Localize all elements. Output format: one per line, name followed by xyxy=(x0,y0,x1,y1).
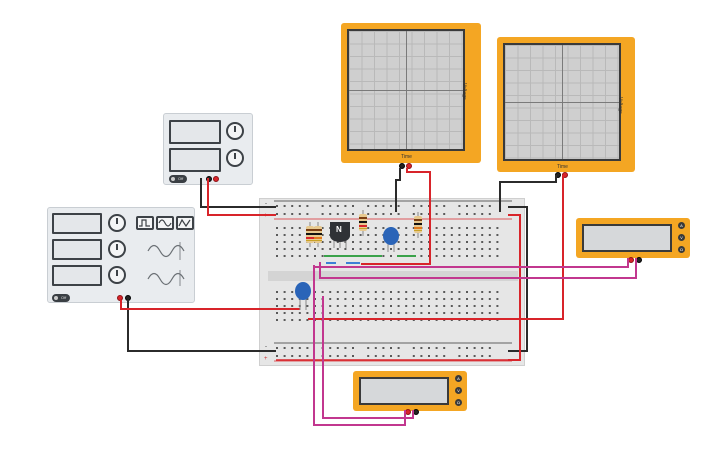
fg-amplitude-diagram xyxy=(147,242,185,260)
triangle-wave-icon[interactable] xyxy=(176,216,194,230)
resistor-1[interactable] xyxy=(306,222,314,247)
wire-black-scope1[interactable] xyxy=(395,168,401,212)
resistor-4[interactable] xyxy=(414,212,422,238)
multimeter-2-button-a[interactable]: A xyxy=(455,375,462,382)
multimeter-1[interactable]: A V Ω xyxy=(576,218,690,263)
power-supply-power-switch[interactable]: Off xyxy=(169,175,187,183)
wire-red-scope2[interactable] xyxy=(308,175,564,320)
transistor-label: N xyxy=(336,225,342,234)
npn-transistor[interactable] xyxy=(330,222,350,248)
fg-power-switch[interactable]: Off xyxy=(52,294,70,302)
frequency-knob-icon[interactable] xyxy=(108,214,126,232)
power-supply-current-display xyxy=(169,148,221,172)
oscilloscope-1[interactable]: Time Voltage xyxy=(341,23,481,169)
wire-magenta-meter1-b[interactable] xyxy=(319,258,637,279)
fg-frequency-display xyxy=(52,213,102,234)
bottom-rail-plus: + xyxy=(264,356,268,362)
multimeter-2-button-ohm[interactable]: Ω xyxy=(455,399,462,406)
capacitor-2[interactable] xyxy=(295,282,311,310)
amplitude-knob-icon[interactable] xyxy=(108,240,126,258)
multimeter-1-button-a[interactable]: A xyxy=(678,222,685,229)
dc-power-supply[interactable]: Off xyxy=(163,113,253,185)
oscilloscope-1-positive-terminal[interactable] xyxy=(406,163,412,169)
top-rail-minus: - xyxy=(265,201,267,207)
multimeter-2-button-v[interactable]: V xyxy=(455,387,462,394)
wire-magenta-meter2-a[interactable] xyxy=(313,265,406,426)
multimeter-2-display xyxy=(359,377,449,405)
function-generator[interactable]: Off xyxy=(47,207,195,303)
fg-offset-diagram xyxy=(147,270,185,286)
wire-red-ps-to-rail[interactable] xyxy=(207,178,276,216)
voltage-knob-icon[interactable] xyxy=(226,122,244,140)
fg-offset-display xyxy=(52,265,102,286)
wire-black-fg-to-rail[interactable] xyxy=(127,300,276,352)
sine-wave-icon[interactable] xyxy=(156,216,174,230)
power-supply-positive-terminal[interactable] xyxy=(213,176,219,182)
square-wave-icon[interactable] xyxy=(136,216,154,230)
oscilloscope-2-screen xyxy=(503,43,621,161)
oscilloscope-1-negative-terminal[interactable] xyxy=(399,163,405,169)
wire-black-ps-to-rail[interactable] xyxy=(200,178,276,208)
fg-switch-label: Off xyxy=(61,295,67,300)
power-supply-switch-label: Off xyxy=(178,176,184,181)
multimeter-1-button-ohm[interactable]: Ω xyxy=(678,246,685,253)
wire-red-rail-right[interactable] xyxy=(508,214,521,361)
wire-red-fg-to-board[interactable] xyxy=(120,300,300,310)
multimeter-1-display xyxy=(582,224,672,252)
capacitor-1[interactable] xyxy=(383,227,399,252)
power-supply-voltage-display xyxy=(169,120,221,144)
wire-magenta-meter2-b[interactable] xyxy=(322,296,414,419)
wire-magenta-meter1-a[interactable] xyxy=(313,258,629,268)
bottom-rail-minus: - xyxy=(265,344,267,350)
multimeter-1-button-v[interactable]: V xyxy=(678,234,685,241)
fg-amplitude-display xyxy=(52,239,102,260)
oscilloscope-1-screen xyxy=(347,29,465,151)
oscilloscope-2[interactable]: Time Voltage xyxy=(497,37,635,178)
wire-black-scope2[interactable] xyxy=(499,175,557,212)
oscilloscope-2-x-label: Time xyxy=(557,164,568,170)
oscilloscope-1-x-label: Time xyxy=(401,154,412,160)
multimeter-2[interactable]: A V Ω xyxy=(353,371,467,415)
resistor-2[interactable] xyxy=(314,222,322,247)
offset-knob-icon[interactable] xyxy=(108,266,126,284)
current-knob-icon[interactable] xyxy=(226,149,244,167)
resistor-3[interactable] xyxy=(359,210,367,236)
wire-red-scope1[interactable] xyxy=(361,168,431,265)
